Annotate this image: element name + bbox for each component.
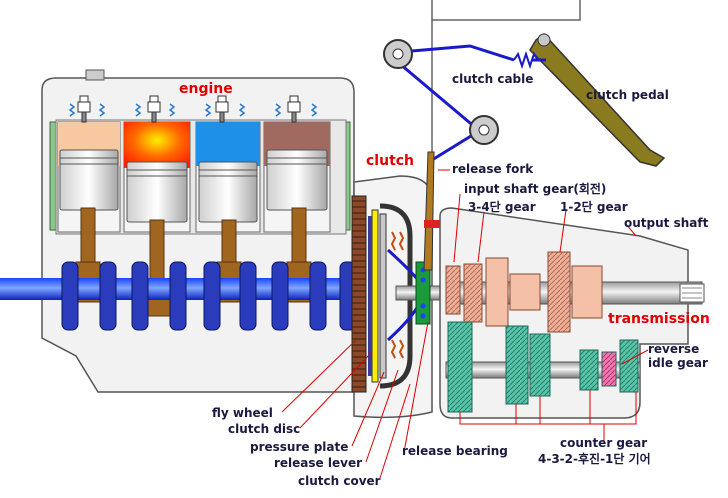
clutch-cable-drawing <box>383 39 546 162</box>
engine-label: engine <box>179 81 233 97</box>
cylinder-3 <box>195 121 261 233</box>
reverse-label: reverse <box>648 342 700 356</box>
valve-springs <box>68 103 318 117</box>
release-fork-label: release fork <box>452 162 534 176</box>
counter-gear-label: counter gear <box>560 436 648 450</box>
clutch-label: clutch <box>366 153 415 169</box>
spark-plugs <box>77 95 301 123</box>
counter-shaft <box>445 321 641 413</box>
pedal-box-outline <box>431 0 581 180</box>
clutch-cable-label: clutch cable <box>452 72 534 86</box>
counter-gear-sub-label: 4-3-2-후진-1단 기어 <box>538 452 651 466</box>
output-shaft-label: output shaft <box>624 216 709 230</box>
clutch-cover-label: clutch cover <box>298 474 381 488</box>
cylinder-2 <box>123 121 191 233</box>
gear-12-label: 1-2단 gear <box>560 200 628 214</box>
clutch-pedal-drawing <box>529 32 666 167</box>
idle-gear-label: idle gear <box>648 356 708 370</box>
release-lever-label: release lever <box>274 456 362 470</box>
transmission-label: transmission <box>608 311 710 327</box>
input-shaft-gear-label: input shaft gear(회전) <box>464 182 607 196</box>
pressure-plate-label: pressure plate <box>250 440 349 454</box>
gear-34-label: 3-4단 gear <box>468 200 536 214</box>
leader-lines <box>281 169 649 479</box>
flywheel <box>351 195 367 393</box>
release-fork <box>423 151 440 271</box>
main-shaft-gears <box>445 251 603 333</box>
clutch-disc-label: clutch disc <box>228 422 301 436</box>
crankshaft <box>0 261 360 331</box>
clutch-pedal-label: clutch pedal <box>586 88 669 102</box>
fly-wheel-label: fly wheel <box>212 406 273 420</box>
release-bearing-label: release bearing <box>402 444 508 458</box>
cylinder-1 <box>57 121 121 233</box>
release-bearing <box>415 261 431 325</box>
